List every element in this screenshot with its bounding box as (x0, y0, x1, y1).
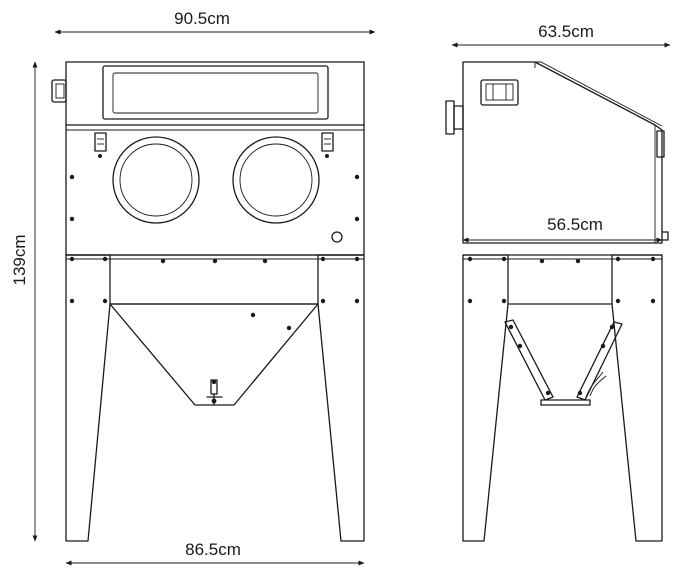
side-handle-box (480, 79, 519, 106)
label-height: 139cm (10, 234, 29, 285)
viewing-window (102, 65, 329, 120)
side-view (445, 61, 669, 542)
front-left-leg (65, 254, 111, 542)
front-view (51, 61, 365, 542)
dim-base-width: 86.5cm (65, 540, 365, 566)
hopper-valve (206, 379, 223, 406)
front-hopper (109, 303, 319, 406)
label-base-width: 86.5cm (185, 540, 241, 559)
right-glove-port (232, 136, 320, 224)
inlet-fitting (331, 231, 343, 243)
front-right-leg (317, 254, 365, 542)
side-latch (656, 130, 665, 158)
left-glove-port (112, 136, 200, 224)
right-latch (321, 132, 334, 158)
label-front-width: 90.5cm (174, 9, 230, 28)
side-rear-leg (462, 254, 509, 542)
dim-height: 139cm (10, 61, 38, 542)
label-side-inner-depth: 56.5cm (547, 215, 603, 234)
side-exhaust-port (445, 100, 455, 135)
label-side-depth: 63.5cm (538, 22, 594, 41)
dim-side-inner-depth: 56.5cm (462, 215, 663, 243)
dim-side-depth: 63.5cm (451, 22, 671, 48)
side-handle (51, 79, 67, 103)
dim-front-width: 90.5cm (54, 9, 376, 35)
side-front-leg (611, 254, 663, 542)
left-latch (94, 132, 107, 158)
front-cabinet-body (65, 61, 365, 256)
side-hopper (504, 319, 623, 406)
